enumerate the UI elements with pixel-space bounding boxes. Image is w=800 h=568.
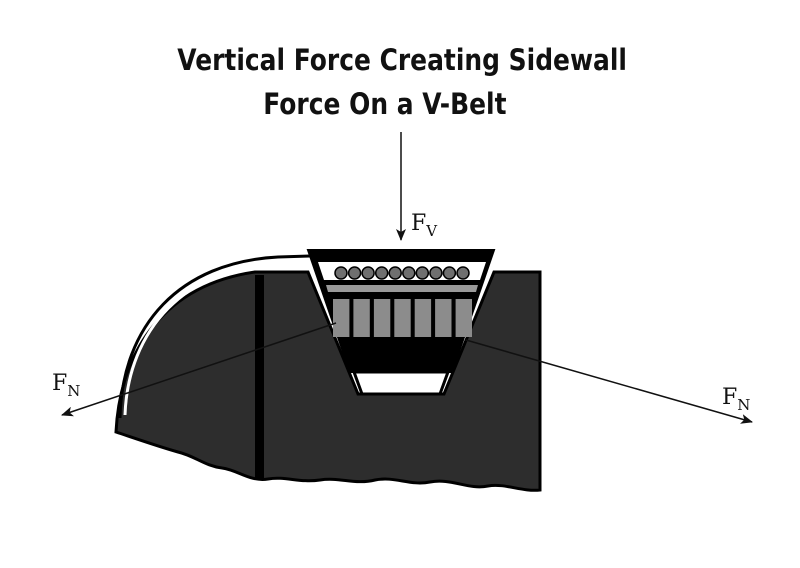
belt-cord (415, 266, 430, 280)
belt-rib (333, 299, 350, 337)
normal-force-left-arrow (61, 322, 337, 417)
belt-compression-ribs (333, 299, 472, 337)
title-line-1: Vertical Force Creating Sidewall (177, 43, 627, 77)
belt-cord (442, 266, 457, 280)
belt-rib (353, 299, 370, 337)
belt-cord (334, 266, 348, 280)
normal-force-left-subscript: N (67, 382, 80, 400)
vertical-force-label: FV (411, 211, 438, 240)
pulley-sheave (114, 270, 542, 492)
pulley-divider-line (255, 275, 264, 479)
groove-clearance (351, 370, 451, 396)
belt-cord (456, 266, 470, 280)
diagram-title: Vertical Force Creating Sidewall Force O… (58, 38, 746, 126)
belt-cord (402, 266, 416, 280)
title-line-2: Force On a V-Belt (263, 87, 507, 121)
belt-rib (373, 299, 391, 337)
belt-rib (455, 299, 472, 337)
belt-cord (347, 266, 362, 280)
belt-tensile-cords (334, 266, 470, 280)
normal-force-left-symbol: F (52, 371, 67, 396)
pulley-rim-arc (118, 254, 311, 419)
belt-cord (374, 266, 389, 280)
normal-force-right-label: FN (722, 385, 750, 414)
belt-tension-band (326, 285, 478, 292)
belt-rib (414, 299, 432, 337)
belt-rib (435, 299, 452, 337)
normal-force-left-label: FN (52, 371, 80, 400)
normal-force-right-arrow (465, 339, 753, 424)
belt-rib (394, 299, 411, 337)
pulley-rim-arc-inner (123, 260, 312, 416)
normal-force-right-symbol: F (722, 385, 737, 410)
vertical-force-symbol: F (411, 211, 426, 236)
vertical-force-subscript: V (425, 222, 438, 240)
belt-cord (361, 266, 375, 280)
belt-cord (429, 266, 443, 280)
belt-cord (388, 266, 402, 280)
normal-force-right-subscript: N (737, 396, 750, 414)
